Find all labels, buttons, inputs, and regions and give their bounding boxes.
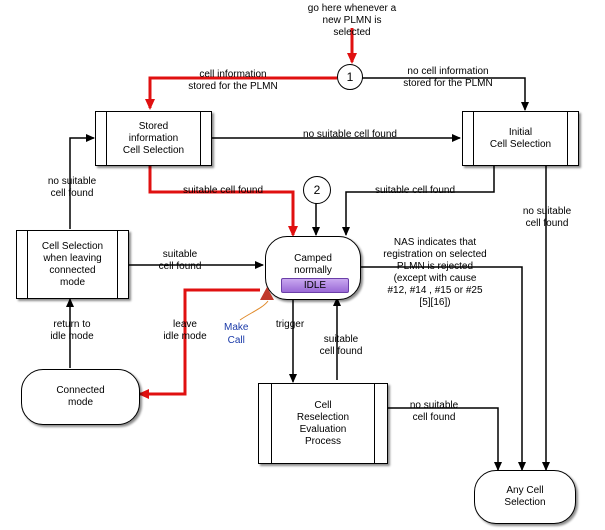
label-make-call: Make Call — [224, 322, 249, 346]
edge-reselection-no-suitable — [387, 407, 502, 471]
label-nas-rejected: NAS indicates that registration on selec… — [383, 237, 487, 308]
label-suitable-cellsel: suitable cell found — [158, 249, 202, 272]
label-new-plmn: go here whenever a new PLMN is selected — [307, 3, 397, 38]
label-leave-idle: leave idle mode — [163, 319, 207, 342]
node-connected-mode[interactable]: Connected mode — [21, 369, 140, 425]
label-trigger: trigger — [275, 319, 305, 330]
idle-state-badge: IDLE — [281, 278, 349, 293]
label-suitable-right: suitable cell found — [374, 185, 456, 196]
edge-cellsel-stored — [69, 134, 95, 229]
connector-circle-2: 2 — [303, 176, 331, 204]
red-edge-cell-info — [145, 76, 337, 110]
label-no-suitable-left: no suitable cell found — [47, 176, 97, 199]
label-no-cell-info: no cell information stored for the PLMN — [403, 66, 493, 89]
node-reselection-label: Cell Reselection Evaluation Process — [296, 399, 350, 447]
node-initial-label: Initial Cell Selection — [489, 126, 552, 150]
node-stored-information-cell-selection[interactable]: Stored information Cell Selection — [95, 111, 212, 166]
node-stored-label: Stored information Cell Selection — [122, 120, 185, 156]
connector-circle-1: 1 — [337, 64, 363, 90]
red-edge-suitable — [148, 165, 298, 237]
make-call-pointer — [239, 300, 269, 321]
label-cell-info-stored: cell information stored for the PLMN — [188, 69, 278, 92]
warning-triangle-icon — [260, 287, 274, 300]
label-no-suitable-mid: no suitable cell found — [303, 129, 397, 140]
node-cell-selection-leaving-connected[interactable]: Cell Selection when leaving connected mo… — [16, 230, 129, 299]
node-camped-label: Camped normally — [294, 253, 332, 276]
edge-initial-suitable — [342, 165, 495, 236]
edge-no-cell-info — [361, 77, 529, 111]
node-cell-reselection-evaluation[interactable]: Cell Reselection Evaluation Process — [258, 383, 388, 464]
node-initial-cell-selection[interactable]: Initial Cell Selection — [462, 111, 579, 166]
label-no-suitable-right: no suitable cell found — [522, 206, 572, 229]
label-suitable-left: suitable cell found — [182, 185, 264, 196]
label-return-idle: return to idle mode — [50, 319, 94, 342]
label-suitable-bottom: suitable cell found — [319, 334, 363, 357]
edge-nas-rejected — [360, 266, 526, 471]
node-cellsel-leaving-label: Cell Selection when leaving connected mo… — [41, 240, 104, 288]
red-edge-leave-idle — [138, 288, 260, 399]
node-any-cell-selection[interactable]: Any Cell Selection — [474, 470, 576, 524]
label-no-suitable-bottom: no suitable cell found — [409, 400, 459, 423]
node-connected-label: Connected mode — [56, 385, 105, 408]
node-any-cell-label: Any Cell Selection — [504, 485, 546, 508]
